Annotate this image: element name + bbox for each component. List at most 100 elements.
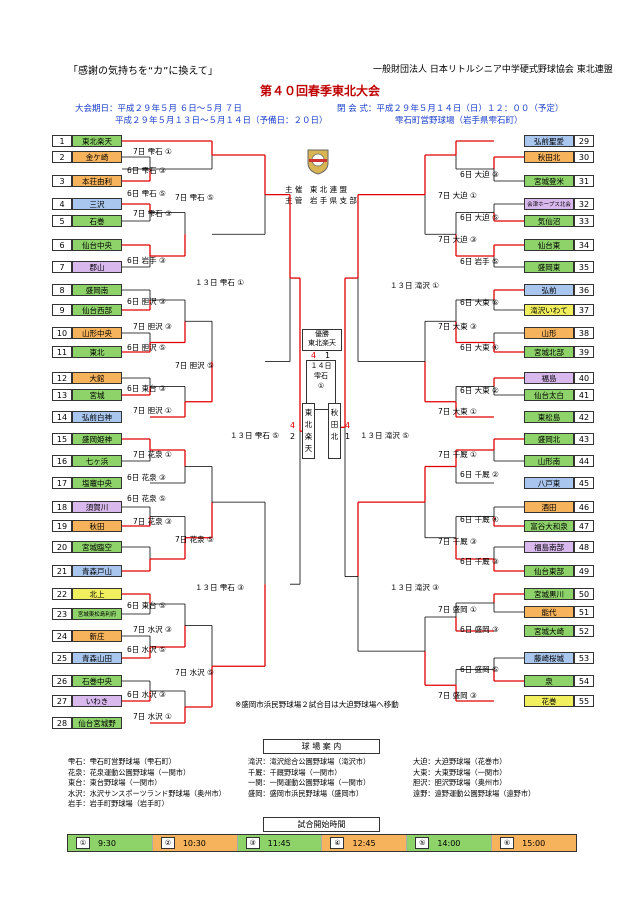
team-name: 山形南 [524,455,574,467]
game-label: １３日 滝沢 ③ [390,583,439,592]
team-name: 富谷大和泉 [524,520,574,532]
game-label: 7日 水沢 ⑤ [175,668,214,677]
slot-time: 14:00 [437,838,461,848]
team-name: 仙台宮城野 [72,717,122,729]
game-label: 7日 大東 ③ [438,322,477,331]
team-number: 18 [52,501,72,513]
team-number: 44 [574,455,594,467]
team-name: 青森戸山 [72,565,122,577]
game-label: 7日 花泉 ③ [133,517,172,526]
game-label: 7日 雫石 ⑤ [175,193,214,202]
team-name: 酒田 [524,501,574,513]
slot-time: 15:00 [522,838,546,848]
game-label: 7日 盛岡 ① [438,605,477,614]
venue-item: 東台：東台野球場（一関市） [68,778,162,787]
team-number: 38 [574,327,594,339]
slot-number: ③ [245,837,260,849]
venue-item: 千厩：千厩野球場（一関市） [248,767,342,777]
game-label: 6日 千厩 ③ [460,557,499,566]
closing: 閉 会 式：平成２９年５月１４日（日）１２：００（予定） [337,104,564,114]
team-name: 藤崎桜城 [524,652,574,664]
team-name: 仙台太白 [524,389,574,401]
team-name: 秋田北 [524,151,574,163]
team-name: 宮城登米 [524,175,574,187]
team-name: 新庄 [72,630,122,642]
team-number: 50 [574,588,594,600]
team-name: 宮城大崎 [524,625,574,637]
team-name: 宮城 [72,389,122,401]
team-number: 39 [574,346,594,358]
final-left-team: 東北楽天 [302,403,315,459]
slot-number: ④ [330,837,345,849]
slot-time: 11:45 [267,838,291,848]
team-name: 石巻 [72,215,122,227]
team-name: 宮城北部 [524,346,574,358]
game-label: 6日 大東 ④ [460,343,499,352]
team-number: 45 [574,477,594,489]
game-label: 7日 胆沢 ① [133,406,172,415]
slot-number: ② [160,837,175,849]
sponsor-manager: 主 管 岩 手 県 支 部 [285,196,357,205]
team-number: 30 [574,151,594,163]
champion-label: 優勝 [315,330,329,338]
team-number: 7 [52,261,72,273]
venue-item: 雫石：雫石町営野球場（雫石町） [68,757,176,766]
team-number: 46 [574,501,594,513]
team-number: 31 [574,175,594,187]
team-name: 山形中央 [72,327,122,339]
game-label: 7日 千厩 ③ [438,537,477,546]
team-number: 1 [52,135,72,147]
sf-left-score-b: 2 [290,432,296,441]
game-label: 7日 花泉 ⑤ [175,535,214,544]
team-name: 弘前聖愛 [524,135,574,147]
venue-item: 盛岡：盛岡市浜民野球場（盛岡市） [248,788,364,798]
team-number: 12 [52,372,72,384]
team-number: 4 [52,198,72,210]
team-name: 弘前 [524,284,574,296]
team-name: 東松島 [524,411,574,423]
team-number: 25 [52,652,72,664]
game-label: 6日 大東 ② [460,386,499,395]
final-info: １４日 雫石 ① [306,360,336,410]
team-name: 仙台東部 [524,565,574,577]
start-time-cell: ③ 11:45 [237,835,323,851]
team-number: 22 [52,588,72,600]
game-label: 6日 盛岡 ③ [460,625,499,634]
team-name: 大館 [72,372,122,384]
emblem-icon [307,149,329,175]
team-name: 青森山田 [72,652,122,664]
team-name: 東北楽天 [72,135,122,147]
game-label: １３日 雫石 ③ [195,583,244,592]
team-name: 弘前白神 [72,411,122,423]
team-name: 郡山 [72,261,122,273]
team-number: 51 [574,606,594,618]
game-label: 6日 水沢 ⑤ [127,645,166,654]
game-label: 7日 大迫 ③ [438,235,477,244]
team-number: 43 [574,433,594,445]
venue-item: 一関：一関運動公園野球場（一関市） [248,778,371,787]
team-number: 5 [52,215,72,227]
game-label: １３日 雫石 ⑤ [230,431,279,440]
team-number: 26 [52,675,72,687]
slot-time: 9:30 [98,838,116,848]
team-number: 15 [52,433,72,445]
game-label: 6日 大東 ⑥ [460,298,499,307]
game-label: 7日 大東 ① [438,407,477,416]
final-date: １４日 [310,362,332,370]
venue-section-title: 球 場 案 内 [263,739,380,754]
slot-time: 12:45 [352,838,376,848]
team-number: 33 [574,215,594,227]
team-number: 55 [574,695,594,707]
game-label: 6日 花泉 ⑤ [127,494,166,503]
game-label: 6日 東台 ⑤ [127,601,166,610]
closing-venue: 雫石町営野球場（岩手県雫石町） [395,116,523,126]
venue-note: ※盛岡市浜民野球場２試合目は大迫野球場へ移動 [235,700,399,709]
game-label: 6日 胆沢 ③ [127,297,166,306]
team-number: 41 [574,389,594,401]
venue-item: 岩手：岩手町野球場（岩手町） [68,799,169,808]
team-name: 福島南部 [524,541,574,553]
organizer: 一般財団法人 日本リトルシニア中学硬式野球協会 東北連盟 [373,65,613,75]
